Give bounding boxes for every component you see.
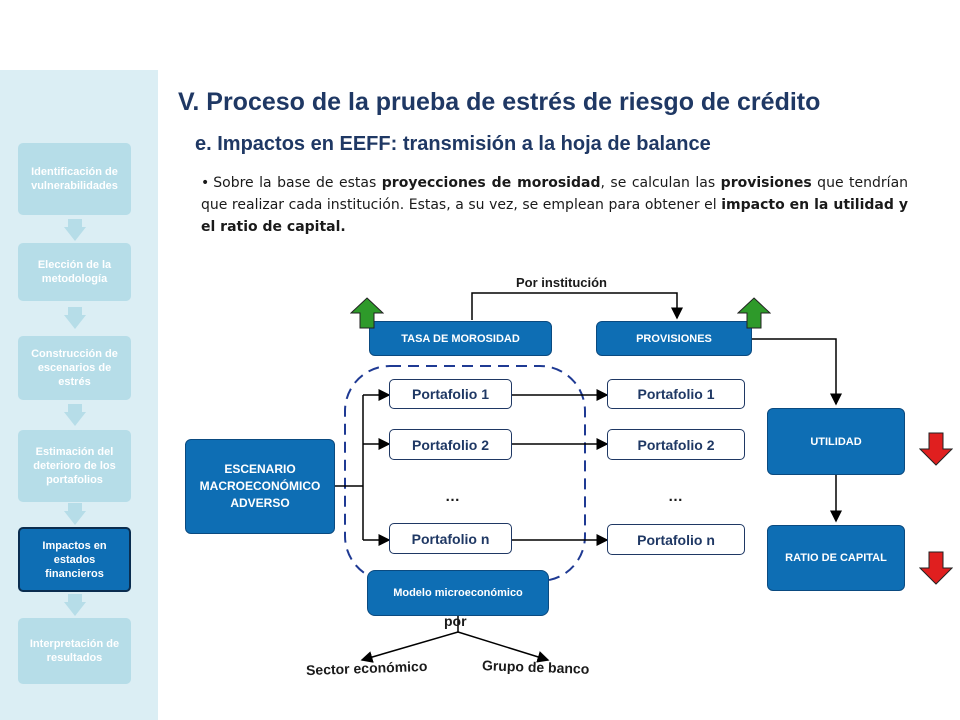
- step-identificacion[interactable]: Identificación de vulnerabilidades: [18, 143, 131, 215]
- arrow-down-icon: [919, 551, 953, 585]
- por-label: por: [444, 613, 467, 629]
- provisiones-box: PROVISIONES: [596, 321, 752, 356]
- page-subtitle: e. Impactos en EEFF: transmisión a la ho…: [195, 133, 711, 155]
- chevron-down-icon: [64, 503, 86, 525]
- arrow-down-icon: [919, 432, 953, 466]
- left-portfolio-2: Portafolio 2: [389, 429, 512, 460]
- text-run: que tendrían que realizar cada instituci…: [201, 175, 909, 213]
- text-run: Sobre la base de estas: [213, 175, 382, 191]
- text-run: , se calculan las: [600, 175, 721, 191]
- ratio-capital-box: RATIO DE CAPITAL: [767, 525, 905, 591]
- step-interpretacion[interactable]: Interpretación de resultados: [18, 618, 131, 684]
- left-portfolio-ellipsis: …: [445, 488, 460, 505]
- step-estimacion[interactable]: Estimación del deterioro de los portafol…: [18, 430, 131, 502]
- left-portfolio-n: Portafolio n: [389, 523, 512, 554]
- tasa-morosidad-box: TASA DE MOROSIDAD: [369, 321, 552, 356]
- step-eleccion[interactable]: Elección de la metodología: [18, 243, 131, 301]
- chevron-down-icon: [64, 307, 86, 329]
- bold-run: impacto en la utilidad y el ratio de cap…: [201, 197, 909, 235]
- right-portfolio-1: Portafolio 1: [607, 379, 745, 409]
- chevron-down-icon: [64, 219, 86, 241]
- step-construccion[interactable]: Construcción de escenarios de estrés: [18, 336, 131, 400]
- modelo-microeconomico-box: Modelo microeconómico: [367, 570, 549, 616]
- page-title: V. Proceso de la prueba de estrés de rie…: [178, 88, 821, 116]
- step-impactos[interactable]: Impactos en estados financieros: [18, 527, 131, 592]
- right-portfolio-n: Portafolio n: [607, 524, 745, 555]
- escenario-box: ESCENARIO MACROECONÓMICO ADVERSO: [185, 439, 335, 534]
- right-portfolio-2: Portafolio 2: [607, 429, 745, 460]
- utilidad-box: UTILIDAD: [767, 408, 905, 475]
- bullet-icon: •: [201, 175, 210, 191]
- description-paragraph: •Sobre la base de estas proyecciones de …: [201, 172, 908, 238]
- arrow-up-icon: [350, 297, 384, 329]
- chevron-down-icon: [64, 594, 86, 616]
- por-institucion-label: Por institución: [516, 275, 607, 290]
- bold-run: proyecciones de morosidad: [381, 175, 601, 191]
- bold-run: provisiones: [720, 175, 812, 191]
- chevron-down-icon: [64, 404, 86, 426]
- right-portfolio-ellipsis: …: [668, 488, 683, 505]
- left-portfolio-1: Portafolio 1: [389, 379, 512, 409]
- arrow-up-icon: [737, 297, 771, 329]
